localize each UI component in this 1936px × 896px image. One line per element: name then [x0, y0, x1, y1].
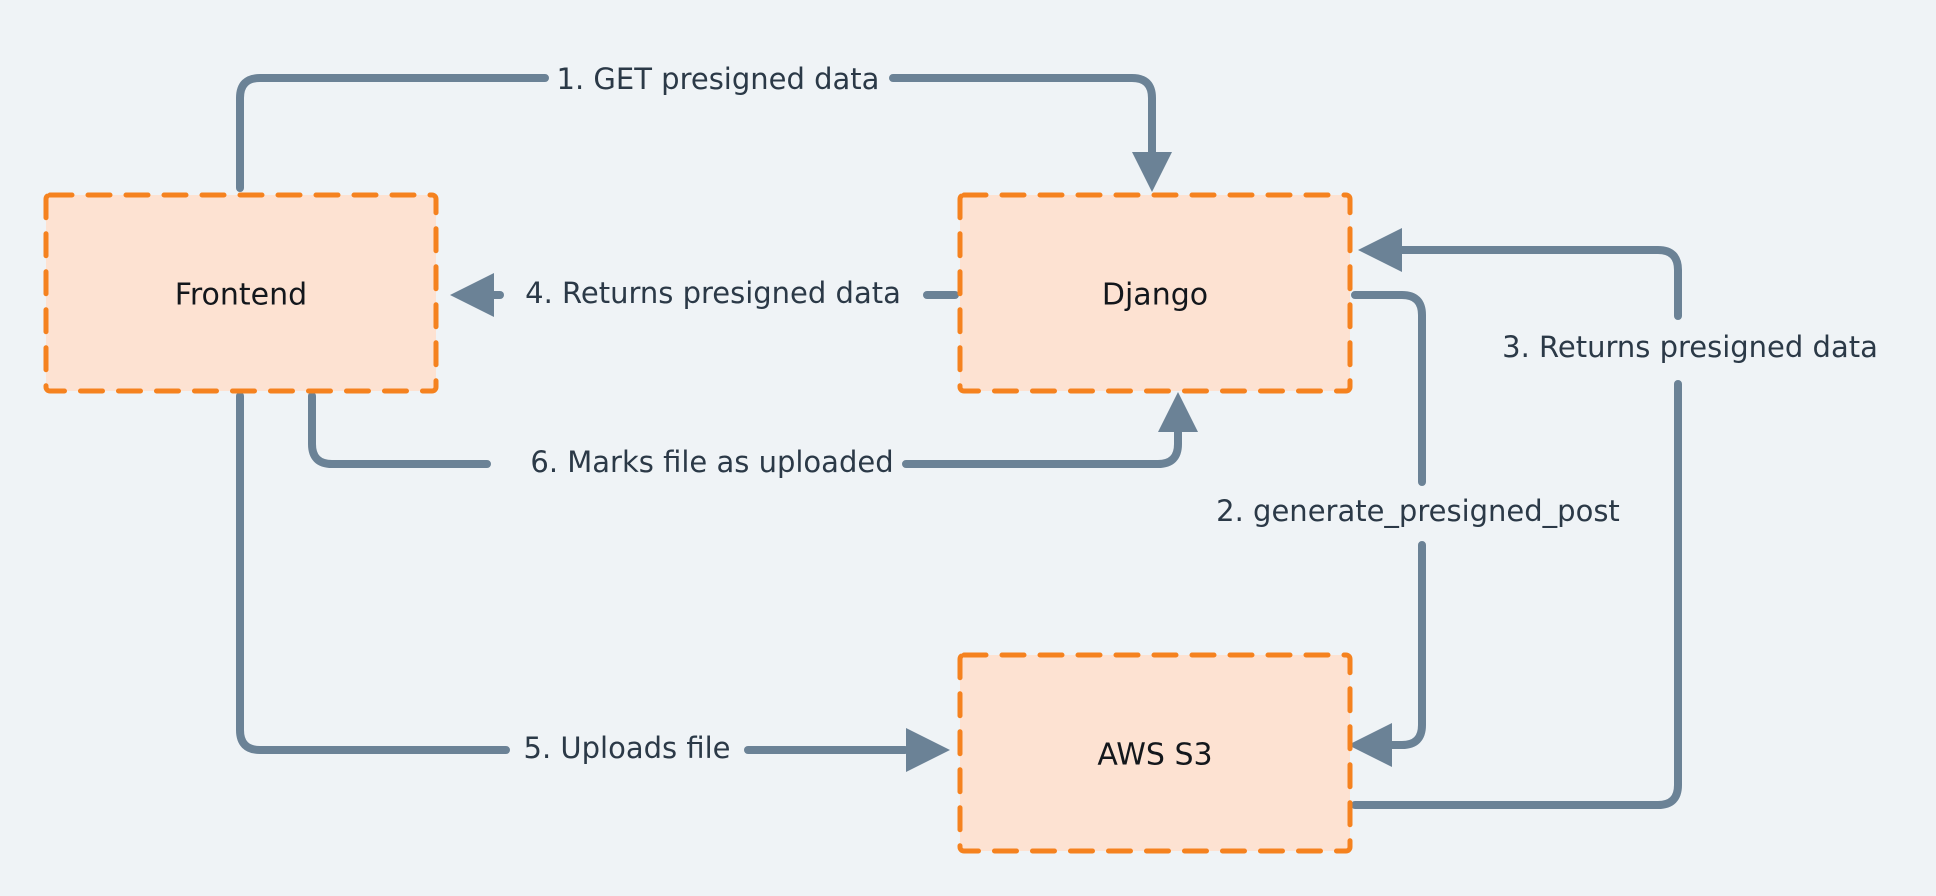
node-aws-s3[interactable]: AWS S3 — [957, 652, 1353, 854]
edge-3-arrowhead — [1358, 228, 1402, 272]
edge-2-segment-bottom — [1386, 541, 1426, 749]
edge-1-segment-right — [889, 74, 1156, 164]
edge-returns-presigned-data-to-frontend: 4. Returns presigned data — [450, 273, 959, 317]
node-aws-s3-rect[interactable] — [957, 652, 1353, 854]
edge-4-arrowhead — [450, 273, 494, 317]
edge-3-segment-bottom — [1351, 380, 1682, 809]
node-django[interactable]: Django — [957, 192, 1353, 394]
edge-3-label: 3. Returns presigned data — [1502, 330, 1878, 364]
edge-get-presigned-data: 1. GET presigned data — [236, 62, 1172, 192]
node-frontend[interactable]: Frontend — [43, 192, 439, 394]
edge-5-segment-left — [236, 392, 510, 754]
edge-marks-file-as-uploaded: 6. Marks file as uploaded — [308, 392, 1198, 479]
edge-2-label: 2. generate_presigned_post — [1216, 494, 1620, 528]
edge-1-segment-left — [236, 74, 549, 192]
edge-6-segment-right — [902, 420, 1182, 468]
edge-generate-presigned-post: 2. generate_presigned_post — [1216, 291, 1620, 767]
node-aws-s3-label: AWS S3 — [1097, 738, 1212, 773]
edge-2-segment-top — [1351, 291, 1426, 486]
edge-3-segment-top — [1398, 246, 1682, 320]
edge-6-label: 6. Marks file as uploaded — [530, 445, 893, 479]
edge-1-arrowhead — [1132, 152, 1172, 192]
edge-6-segment-left — [308, 392, 491, 468]
edge-2-arrowhead — [1348, 723, 1392, 767]
node-django-label: Django — [1102, 278, 1208, 313]
edge-uploads-file: 5. Uploads file — [236, 392, 950, 772]
node-frontend-rect[interactable] — [43, 192, 439, 394]
edge-1-label: 1. GET presigned data — [557, 62, 880, 96]
node-frontend-label: Frontend — [175, 278, 307, 313]
edge-returns-presigned-data-to-django: 3. Returns presigned data — [1351, 228, 1878, 809]
node-django-rect[interactable] — [957, 192, 1353, 394]
edge-6-arrowhead — [1158, 392, 1198, 432]
edge-4-label: 4. Returns presigned data — [525, 276, 901, 310]
edge-5-arrowhead — [906, 728, 950, 772]
edge-5-label: 5. Uploads file — [524, 731, 731, 765]
